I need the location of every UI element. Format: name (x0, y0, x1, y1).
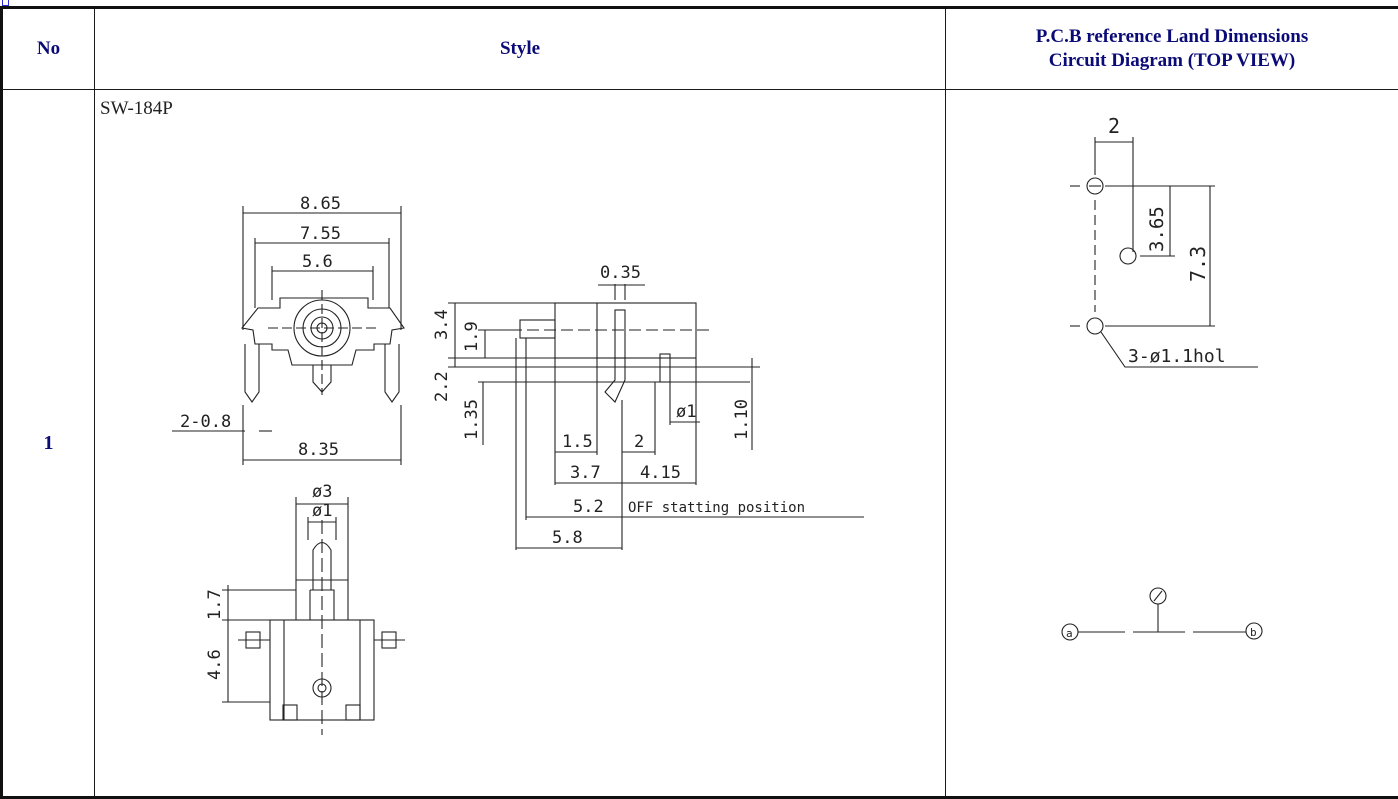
dim-side-415: 4.15 (640, 463, 681, 483)
dim-front-w2: 7.55 (300, 224, 341, 244)
dim-side-22: 2.2 (432, 371, 452, 402)
dim-side-15: 1.5 (562, 432, 593, 452)
terminal-a: a (1066, 627, 1073, 640)
off-starting-note: OFF statting position (628, 500, 805, 516)
dim-side-37: 3.7 (570, 463, 601, 483)
dim-side-035: 0.35 (600, 263, 641, 283)
dim-front-w3: 5.6 (302, 252, 333, 272)
dim-side-19: 1.9 (462, 321, 482, 352)
dim-top-phi3: ø3 (312, 482, 332, 502)
dim-side-34: 3.4 (432, 309, 452, 340)
dim-pcb-73: 7.3 (1186, 246, 1210, 282)
dim-top-46: 4.6 (205, 649, 225, 680)
side-view: 0.35 3.4 1.9 2.2 1.35 1.5 2 ø1 1.10 3.7 … (432, 263, 864, 550)
dim-side-135: 1.35 (462, 399, 482, 440)
dim-front-pins: 2-0.8 (180, 412, 231, 432)
dim-pcb-365: 3.65 (1146, 206, 1168, 252)
dim-front-w1: 8.65 (300, 194, 341, 214)
dim-pcb-holes: 3-ø1.1hol (1128, 346, 1226, 367)
top-view: ø3 ø1 1.7 4.6 (205, 482, 405, 735)
dim-side-58: 5.8 (552, 528, 583, 548)
dim-side-2: 2 (634, 432, 644, 452)
dim-side-phi1: ø1 (676, 402, 696, 422)
terminal-b: b (1250, 626, 1257, 639)
dim-pcb-2: 2 (1108, 114, 1120, 138)
dim-top-17: 1.7 (205, 589, 225, 620)
dim-front-bottom: 8.35 (298, 440, 339, 460)
dim-side-110: 1.10 (732, 399, 752, 440)
dim-side-52: 5.2 (573, 497, 604, 517)
dim-top-phi1: ø1 (312, 501, 332, 521)
circuit-diagram: a b (1062, 588, 1262, 640)
front-view: 8.65 7.55 5.6 2-0.8 8.35 (172, 194, 404, 465)
pcb-land-drawing: 2 3.65 7.3 3-ø1.1hol (1070, 114, 1258, 367)
